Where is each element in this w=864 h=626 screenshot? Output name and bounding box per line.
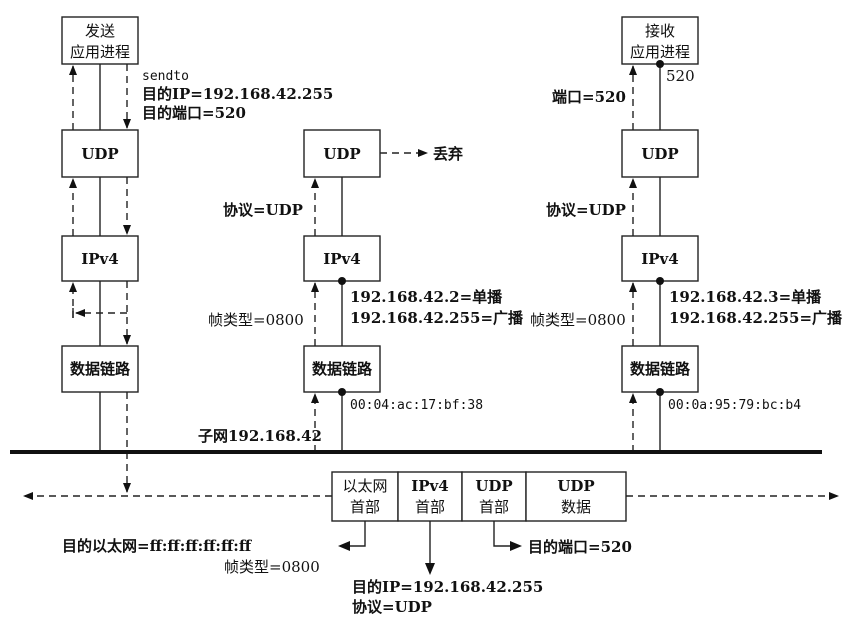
receiver-unicast-label: 192.168.42.3=单播 <box>669 288 822 306</box>
receiver-broadcast-label: 192.168.42.255=广播 <box>669 309 843 327</box>
sender-ipv4-box <box>61 235 139 282</box>
eth-callout-arrowhead <box>338 541 350 551</box>
middle-ipv4-label: IPv4 <box>323 250 360 268</box>
middle-mac-label: 00:04:ac:17:bf:38 <box>350 398 483 413</box>
frame-udp-label-1: UDP <box>475 477 512 495</box>
annotation-dest-ip: 目的IP=192.168.42.255 <box>352 578 543 596</box>
frame-udp-label-2: 首部 <box>479 498 509 516</box>
middle-unicast-label: 192.168.42.2=单播 <box>350 288 503 306</box>
receiver-app-label-1: 接收 <box>645 22 675 40</box>
receiver-udp-label: UDP <box>641 145 678 163</box>
receiver-app-dot <box>656 60 664 68</box>
frame-eth-label-1: 以太网 <box>342 477 387 495</box>
receiver-stack: 接收 应用进程 UDP IPv4 数据链路 520 端口=520 协议=UDP … <box>530 16 843 452</box>
annotation-frame-type: 帧类型=0800 <box>224 558 320 576</box>
annotation-proto: 协议=UDP <box>352 598 432 616</box>
annotation-dest-port: 目的端口=520 <box>528 538 632 556</box>
middle-discard-label: 丢弃 <box>433 145 463 163</box>
frame-ipv4-label-1: IPv4 <box>411 477 448 495</box>
receiver-udp-box <box>621 129 699 178</box>
middle-link-box <box>303 345 381 393</box>
udp-callout-line <box>493 521 510 547</box>
receiver-ip-dot <box>656 277 664 285</box>
receiver-proto-label: 协议=UDP <box>546 201 626 219</box>
eth-callout-line <box>350 521 366 547</box>
receiver-link-dot <box>656 388 664 396</box>
sender-udp-label: UDP <box>81 145 118 163</box>
frame-data-label-1: UDP <box>557 477 594 495</box>
sender-dest-port-label: 目的端口=520 <box>142 104 246 122</box>
middle-ipv4-box <box>303 235 381 282</box>
sender-stack: 发送 应用进程 UDP IPv4 数据链路 sendto 目的IP=192.16… <box>61 16 333 493</box>
frame-ipv4-header <box>397 471 463 522</box>
sender-link-box <box>61 345 139 393</box>
middle-udp-box <box>303 129 381 178</box>
middle-link-label: 数据链路 <box>312 360 373 378</box>
sender-ipv4-label: IPv4 <box>81 250 118 268</box>
receiver-link-label: 数据链路 <box>630 360 691 378</box>
sender-app-label-1: 发送 <box>85 22 115 40</box>
middle-broadcast-label: 192.168.42.255=广播 <box>350 309 524 327</box>
receiver-ipv4-label: IPv4 <box>641 250 678 268</box>
receiver-mac-label: 00:0a:95:79:bc:b4 <box>668 398 801 413</box>
sender-sendto-label: sendto <box>142 69 189 84</box>
receiver-link-box <box>621 345 699 393</box>
annotation-dest-eth: 目的以太网=ff:ff:ff:ff:ff:ff <box>62 537 253 555</box>
middle-link-dot <box>338 388 346 396</box>
frame-udp-header <box>461 471 527 522</box>
receiver-ipv4-box <box>621 235 699 282</box>
receiver-app-label-2: 应用进程 <box>630 43 690 61</box>
frame-ipv4-label-2: 首部 <box>415 498 445 516</box>
receiver-port-num-label: 520 <box>666 67 695 85</box>
middle-proto-label: 协议=UDP <box>223 201 303 219</box>
frame-udp-data <box>525 471 627 522</box>
frame-data-label-2: 数据 <box>561 498 591 516</box>
middle-stack: 丢弃 UDP IPv4 数据链路 协议=UDP 帧类型=0800 192.168… <box>198 129 524 452</box>
sender-udp-box <box>61 129 139 178</box>
middle-udp-label: UDP <box>323 145 360 163</box>
middle-ip-dot <box>338 277 346 285</box>
subnet-label: 子网192.168.42 <box>198 427 322 445</box>
sender-dest-ip-label: 目的IP=192.168.42.255 <box>142 85 333 103</box>
frame-eth-label-2: 首部 <box>350 498 380 516</box>
frame-group: 以太网 首部 IPv4 首部 UDP 首部 UDP 数据 目的以太网=ff:ff… <box>23 471 839 616</box>
frame-eth-header <box>331 471 399 522</box>
receiver-port-label: 端口=520 <box>552 88 626 106</box>
ipv4-callout-arrowhead <box>425 563 435 575</box>
receiver-app-box <box>621 16 699 65</box>
middle-frame-type-label: 帧类型=0800 <box>208 311 304 329</box>
sender-app-label-2: 应用进程 <box>70 43 130 61</box>
receiver-frame-type-label: 帧类型=0800 <box>530 311 626 329</box>
sender-app-box <box>61 16 139 65</box>
udp-callout-arrowhead <box>510 541 522 551</box>
sender-link-label: 数据链路 <box>70 360 131 378</box>
